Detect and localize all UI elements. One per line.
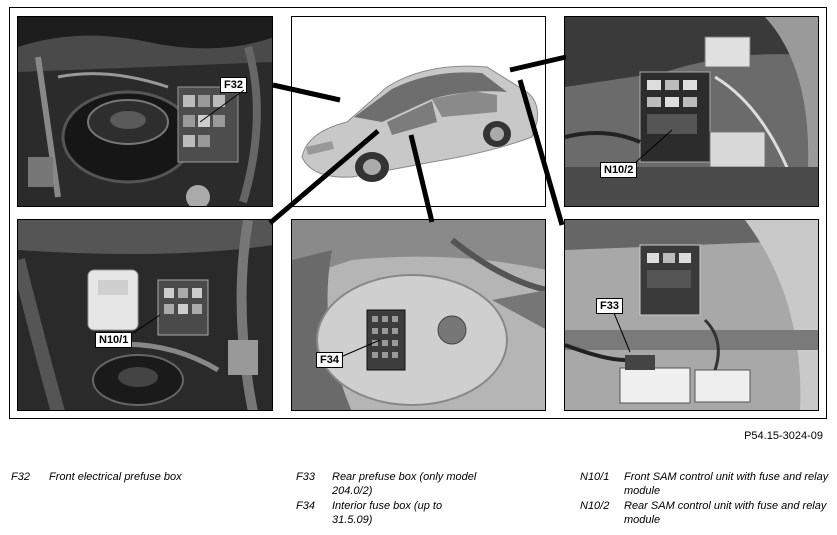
- legend-item-n10-1: N10/1 Front SAM control unit with fuse a…: [580, 470, 830, 500]
- legend-text: Front electrical prefuse box: [49, 471, 182, 483]
- callout-n10-2: N10/2: [600, 162, 638, 178]
- callout-f34: F34: [316, 352, 343, 368]
- legend-text: Rear prefuse box (only model 204.0/2): [332, 471, 477, 497]
- legend-item-f33: F33 Rear prefuse box (only model 204.0/2…: [296, 470, 556, 500]
- photo-interior-f34: [291, 219, 546, 411]
- legend-code: N10/1: [580, 471, 610, 483]
- photo-trunk-f33: [564, 219, 819, 411]
- figure-code: P54.15-3024-09: [744, 430, 823, 442]
- callout-f33: F33: [596, 298, 623, 314]
- callout-f32: F32: [220, 77, 247, 93]
- legend-code: F34: [296, 500, 315, 512]
- legend-code: N10/2: [580, 500, 610, 512]
- photo-car: [291, 16, 546, 207]
- legend-item-f34: F34 Interior fuse box (up to 31.5.09): [296, 499, 556, 529]
- legend-code: F32: [11, 471, 30, 483]
- legend-code: F33: [296, 471, 315, 483]
- legend-text: Rear SAM control unit with fuse and rela…: [624, 500, 827, 526]
- photo-rear-sam-n10-2: [564, 16, 819, 207]
- photo-front-sam-n10-1: [17, 219, 273, 411]
- legend-text: Interior fuse box (up to 31.5.09): [332, 500, 443, 526]
- photo-engine-bay-f32: [17, 16, 273, 207]
- legend-text: Front SAM control unit with fuse and rel…: [624, 471, 829, 497]
- callout-n10-1: N10/1: [95, 332, 133, 348]
- legend-item-f32: F32 Front electrical prefuse box: [11, 470, 271, 486]
- legend-item-n10-2: N10/2 Rear SAM control unit with fuse an…: [580, 499, 830, 529]
